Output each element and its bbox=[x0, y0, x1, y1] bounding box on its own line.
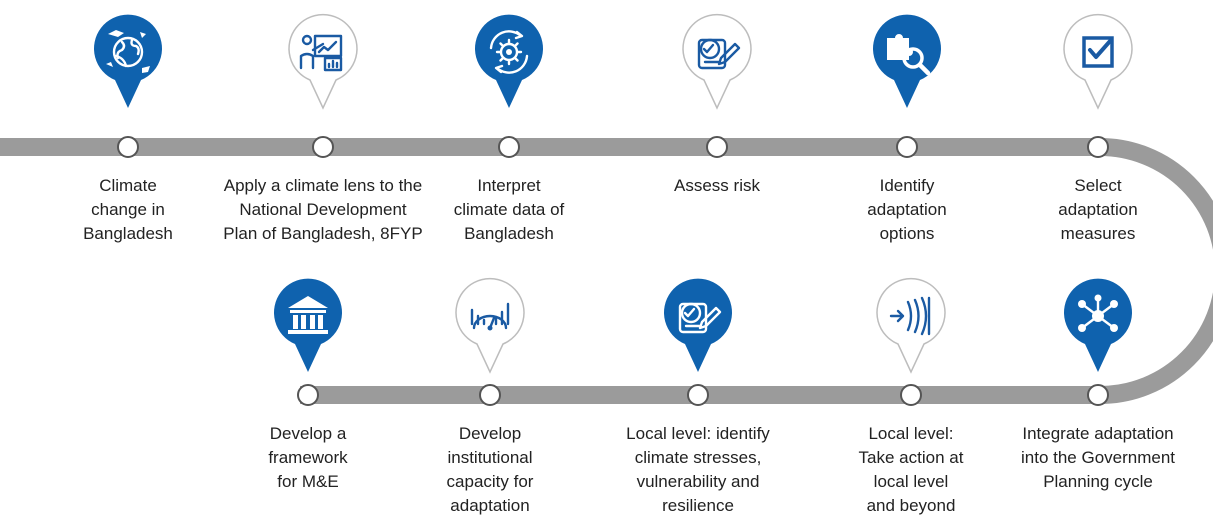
label-line: Apply a climate lens to the bbox=[223, 176, 423, 195]
label-line: Integrate adaptation bbox=[1022, 424, 1174, 443]
label-line: change in bbox=[91, 200, 165, 219]
label-line: measures bbox=[1060, 224, 1136, 243]
network-hub-icon bbox=[1078, 294, 1118, 332]
assess-risk-step-pin bbox=[677, 12, 757, 112]
checkbox-icon bbox=[1082, 36, 1114, 68]
label-line: National Development bbox=[239, 200, 407, 219]
local-action-step-node bbox=[900, 384, 922, 406]
label-line: options bbox=[879, 224, 935, 243]
label-line: climate data of bbox=[453, 200, 565, 219]
label-line: Select bbox=[1074, 176, 1122, 195]
interpret-climate-data-step-label: Interpret climate data of Bangladesh bbox=[434, 174, 584, 246]
gauge-chart-icon bbox=[470, 302, 510, 331]
checklist-pencil-icon bbox=[697, 38, 741, 70]
label-line: Bangladesh bbox=[83, 224, 173, 243]
identify-options-step-node bbox=[896, 136, 918, 158]
institutional-capacity-step-node bbox=[479, 384, 501, 406]
label-line: adaptation bbox=[867, 200, 947, 219]
institution-icon bbox=[288, 296, 328, 334]
local-stresses-step-label: Local level: identify climate stresses, vu… bbox=[603, 422, 793, 518]
climate-lens-step-pin bbox=[283, 12, 363, 112]
label-line: for M&E bbox=[277, 472, 339, 491]
institutional-capacity-step-pin bbox=[450, 276, 530, 376]
label-line: Local level: bbox=[868, 424, 954, 443]
local-stresses-step-node bbox=[687, 384, 709, 406]
me-framework-step-node bbox=[297, 384, 319, 406]
identify-options-step-label: Identify adaptation options bbox=[837, 174, 977, 246]
label-line: Plan of Bangladesh, 8FYP bbox=[223, 224, 423, 243]
me-framework-step-pin bbox=[268, 276, 348, 376]
me-framework-step-label: Develop a framework for M&E bbox=[233, 422, 383, 494]
arrow-waves-icon bbox=[889, 296, 931, 336]
label-line: Develop a bbox=[269, 424, 347, 443]
label-line: into the Government bbox=[1020, 448, 1176, 467]
label-line: resilience bbox=[662, 496, 734, 515]
puzzle-search-icon bbox=[887, 34, 931, 76]
local-stresses-step-pin bbox=[658, 276, 738, 376]
climate-change-step-pin bbox=[88, 12, 168, 112]
identify-options-step-pin bbox=[867, 12, 947, 112]
label-line: local level bbox=[873, 472, 949, 491]
label-line: Bangladesh bbox=[464, 224, 554, 243]
local-action-step-pin bbox=[871, 276, 951, 376]
label-line: Develop bbox=[458, 424, 522, 443]
climate-change-step-node bbox=[117, 136, 139, 158]
interpret-climate-data-step-node bbox=[498, 136, 520, 158]
select-measures-step-label: Select adaptation measures bbox=[1028, 174, 1168, 246]
climate-change-step-label: Climate change in Bangladesh bbox=[53, 174, 203, 246]
label-line: framework bbox=[268, 448, 348, 467]
label-line: Assess risk bbox=[674, 176, 760, 195]
select-measures-step-pin bbox=[1058, 12, 1138, 112]
climate-lens-step-node bbox=[312, 136, 334, 158]
checklist-pencil-icon bbox=[678, 302, 722, 334]
label-line: vulnerability and bbox=[636, 472, 760, 491]
label-line: climate stresses, bbox=[634, 448, 762, 467]
assess-risk-step-node bbox=[706, 136, 728, 158]
presentation-icon bbox=[299, 34, 343, 72]
label-line: Identify bbox=[879, 176, 935, 195]
label-line: Take action at bbox=[858, 448, 964, 467]
globe-icon bbox=[106, 30, 150, 73]
label-line: capacity for bbox=[446, 472, 534, 491]
gear-cycle-icon bbox=[489, 30, 529, 74]
label-line: Interpret bbox=[477, 176, 541, 195]
label-line: adaptation bbox=[450, 496, 530, 515]
label-line: adaptation bbox=[1058, 200, 1138, 219]
assess-risk-step-label: Assess risk bbox=[642, 174, 792, 198]
select-measures-step-node bbox=[1087, 136, 1109, 158]
interpret-climate-data-step-pin bbox=[469, 12, 549, 112]
label-line: Planning cycle bbox=[1043, 472, 1153, 491]
local-action-step-label: Local level: Take action at local level and… bbox=[836, 422, 986, 518]
integrate-planning-step-node bbox=[1087, 384, 1109, 406]
label-line: and beyond bbox=[866, 496, 956, 515]
integrate-planning-step-pin bbox=[1058, 276, 1138, 376]
label-line: institutional bbox=[447, 448, 533, 467]
label-line: Climate bbox=[99, 176, 157, 195]
institutional-capacity-step-label: Develop institutional capacity for adaptati… bbox=[415, 422, 565, 518]
label-line: Local level: identify bbox=[626, 424, 770, 443]
